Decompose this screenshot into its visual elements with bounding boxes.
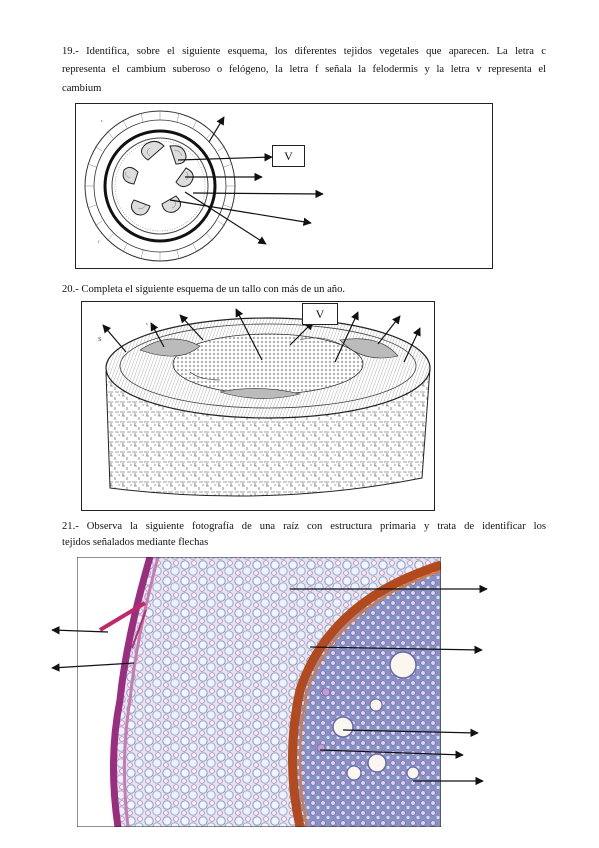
q19-text-line-1: 19.- Identifica, sobre el siguiente esqu… bbox=[62, 46, 546, 57]
q20-cylinder bbox=[105, 317, 431, 497]
q19-letter-s: s bbox=[101, 118, 103, 123]
q19-text-line-3: cambium bbox=[62, 83, 102, 94]
q20-letter-S: S bbox=[98, 337, 101, 343]
q19-label-v: V bbox=[272, 145, 305, 167]
q19-letter-f: f bbox=[98, 239, 100, 244]
q20-text: 20.- Completa el siguiente esquema de un… bbox=[62, 284, 346, 295]
q21-photo bbox=[77, 557, 441, 827]
q20-letter-s: s bbox=[146, 321, 148, 326]
q19-text-line-2: representa el cambium suberoso o felógen… bbox=[62, 64, 546, 75]
q21-text-line-2: tejidos señalados mediante flechas bbox=[62, 537, 209, 548]
q19-outer-ring bbox=[84, 110, 236, 262]
q21-text-line-1: 21.- Observa la siguiente fotografía de … bbox=[62, 521, 546, 532]
q19-pointer-arrows bbox=[169, 116, 324, 245]
q21-pointer-arrows bbox=[51, 584, 488, 786]
q19-vascular-bundles bbox=[122, 140, 194, 216]
q20-pointer-arrows bbox=[102, 308, 421, 363]
q20-label-v: V bbox=[302, 303, 338, 325]
